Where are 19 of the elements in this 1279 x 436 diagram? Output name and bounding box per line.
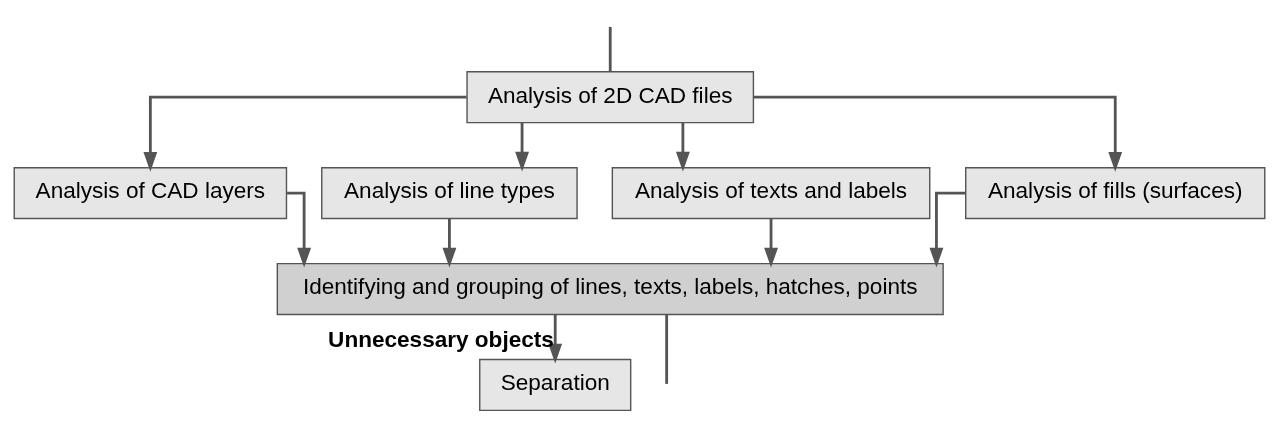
arrow <box>143 95 467 172</box>
arrow <box>515 122 529 172</box>
node-box: Identifying and grouping of lines, texts, labels, hatches, points <box>276 262 944 316</box>
arrow <box>548 314 563 364</box>
arrow <box>675 122 690 172</box>
connector <box>608 26 612 72</box>
node-box: Analysis of texts and labels <box>611 167 931 220</box>
arrow <box>287 191 312 268</box>
arrow <box>753 95 1123 172</box>
connector <box>665 314 669 384</box>
node-box: Analysis of fills (surfaces) <box>965 167 1266 220</box>
edge-label: Unnecessary objects <box>328 326 554 352</box>
node-box: Analysis of 2D CAD files <box>466 71 755 124</box>
node-box: Analysis of line types <box>321 167 578 220</box>
arrow <box>442 218 457 268</box>
node-box: Separation <box>479 358 632 412</box>
node-box: Analysis of CAD layers <box>13 167 288 220</box>
arrow <box>929 191 966 268</box>
arrow <box>764 218 778 268</box>
